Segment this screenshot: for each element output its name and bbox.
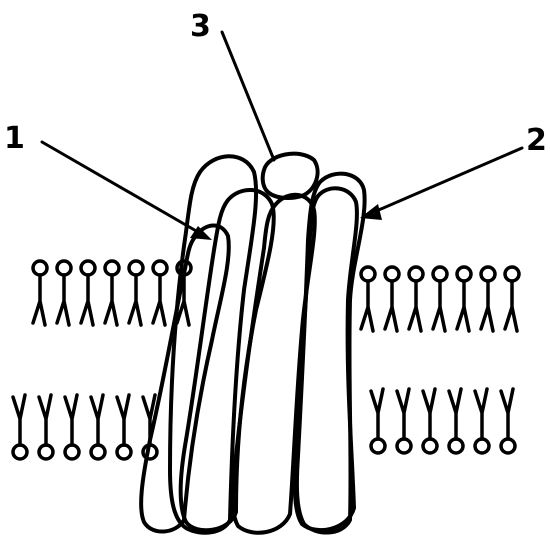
lipid-outer-leaflet: [385, 267, 399, 331]
lipid-inner-leaflet: [117, 395, 131, 459]
lipid-tail: [91, 395, 103, 445]
lipid-tail: [81, 275, 93, 325]
lipid-head: [423, 439, 437, 453]
lipid-head: [397, 439, 411, 453]
lipid-outer-leaflet: [81, 261, 95, 325]
lipid-tail: [129, 275, 141, 325]
lipid-outer-leaflet: [409, 267, 423, 331]
lipid-head: [117, 445, 131, 459]
leader-line-1: [42, 142, 198, 232]
lipid-tail: [65, 395, 77, 445]
lipid-outer-leaflet: [105, 261, 119, 325]
callout-label-1: 1: [4, 121, 25, 156]
lipid-head: [385, 267, 399, 281]
lipid-tail: [433, 281, 445, 331]
transmembrane-protein: [141, 154, 365, 533]
lipid-tail: [475, 389, 487, 439]
lipid-inner-leaflet: [423, 389, 437, 453]
lipid-outer-leaflet: [57, 261, 71, 325]
lipid-head: [481, 267, 495, 281]
lipid-tail: [117, 395, 129, 445]
leader-line-3: [222, 32, 274, 160]
lipid-head: [457, 267, 471, 281]
lipid-bilayer: [13, 261, 519, 459]
lipid-head: [501, 439, 515, 453]
lipid-tail: [371, 389, 383, 439]
lipid-outer-leaflet: [153, 261, 167, 325]
lipid-tail: [57, 275, 69, 325]
lipid-outer-leaflet: [361, 267, 375, 331]
lipid-outer-leaflet: [457, 267, 471, 331]
lipid-head: [409, 267, 423, 281]
lipid-tail: [481, 281, 493, 331]
lipid-outer-leaflet: [129, 261, 143, 325]
lipid-head: [433, 267, 447, 281]
lipid-head: [153, 261, 167, 275]
lipid-head: [361, 267, 375, 281]
lipid-tail: [423, 389, 435, 439]
callout-lines: [42, 32, 522, 240]
lipid-inner-leaflet: [91, 395, 105, 459]
lipid-inner-leaflet: [475, 389, 489, 453]
lipid-inner-leaflet: [371, 389, 385, 453]
lipid-inner-leaflet: [13, 395, 27, 459]
lipid-head: [81, 261, 95, 275]
lipid-head: [129, 261, 143, 275]
lipid-head: [39, 445, 53, 459]
lipid-tail: [397, 389, 409, 439]
lipid-head: [65, 445, 79, 459]
lipid-head: [475, 439, 489, 453]
lipid-tail: [449, 389, 461, 439]
lipid-inner-leaflet: [501, 389, 515, 453]
lipid-inner-leaflet: [65, 395, 79, 459]
lipid-inner-leaflet: [397, 389, 411, 453]
lipid-tail: [501, 389, 513, 439]
lipid-head: [13, 445, 27, 459]
lipid-head: [505, 267, 519, 281]
lipid-head: [91, 445, 105, 459]
callout-label-3: 3: [190, 9, 211, 44]
lipid-tail: [361, 281, 373, 331]
lipid-tail: [409, 281, 421, 331]
lipid-tail: [13, 395, 25, 445]
lipid-head: [33, 261, 47, 275]
callout-label-2: 2: [526, 123, 547, 158]
lipid-tail: [505, 281, 517, 331]
lipid-outer-leaflet: [505, 267, 519, 331]
lipid-head: [449, 439, 463, 453]
lipid-tail: [39, 395, 51, 445]
lipid-head: [57, 261, 71, 275]
lipid-tail: [105, 275, 117, 325]
lipid-inner-leaflet: [39, 395, 53, 459]
lipid-tail: [153, 275, 165, 325]
lipid-outer-leaflet: [433, 267, 447, 331]
lipid-tail: [385, 281, 397, 331]
lipid-tail: [457, 281, 469, 331]
lipid-outer-leaflet: [33, 261, 47, 325]
lipid-tail: [33, 275, 45, 325]
leader-line-2: [374, 148, 522, 212]
dotted-binding-site: [263, 154, 318, 198]
lipid-inner-leaflet: [449, 389, 463, 453]
lipid-head: [371, 439, 385, 453]
lipid-head: [105, 261, 119, 275]
lipid-outer-leaflet: [481, 267, 495, 331]
